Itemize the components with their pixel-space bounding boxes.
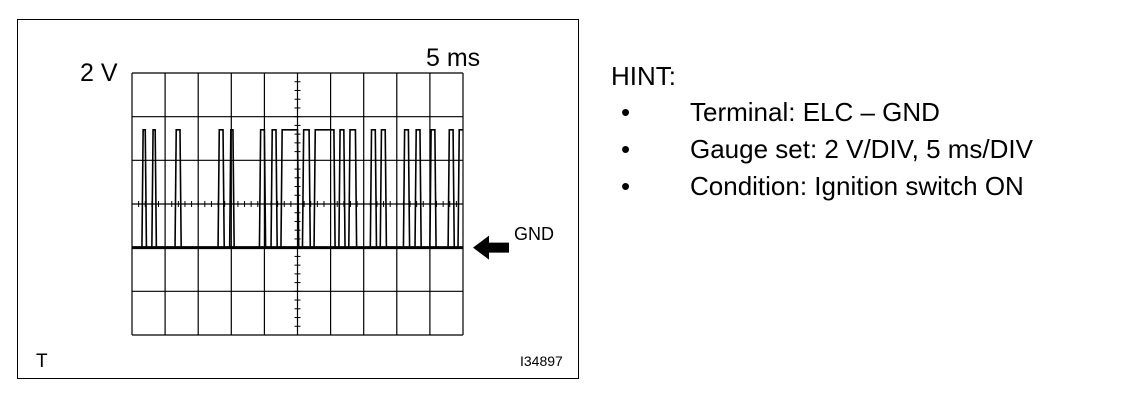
- oscilloscope-figure: 2 V 5 ms GND T I34897: [17, 19, 579, 379]
- hint-item-terminal: • Terminal: ELC – GND: [611, 94, 1033, 131]
- hint-title: HINT:: [611, 61, 676, 91]
- hint-panel: HINT: • Terminal: ELC – GND • Gauge set:…: [611, 60, 1033, 205]
- time-per-division-label: 5 ms: [426, 44, 481, 72]
- oscilloscope-screen: [131, 72, 509, 336]
- gnd-arrow-icon: [473, 235, 509, 260]
- hint-text: Condition: Ignition switch ON: [690, 171, 1024, 201]
- bullet-icon: •: [621, 97, 631, 127]
- hint-item-condition: • Condition: Ignition switch ON: [611, 168, 1033, 205]
- hint-text: Terminal: ELC – GND: [690, 97, 940, 127]
- gnd-label: GND: [514, 224, 554, 244]
- bullet-icon: •: [621, 171, 631, 201]
- hint-item-gauge-set: • Gauge set: 2 V/DIV, 5 ms/DIV: [611, 131, 1033, 168]
- bullet-icon: •: [621, 134, 631, 164]
- volts-per-division-label: 2 V: [80, 59, 118, 87]
- corner-label: T: [36, 351, 48, 372]
- hint-list: • Terminal: ELC – GND • Gauge set: 2 V/D…: [611, 94, 1033, 205]
- figure-id: I34897: [520, 353, 563, 369]
- hint-text: Gauge set: 2 V/DIV, 5 ms/DIV: [690, 134, 1033, 164]
